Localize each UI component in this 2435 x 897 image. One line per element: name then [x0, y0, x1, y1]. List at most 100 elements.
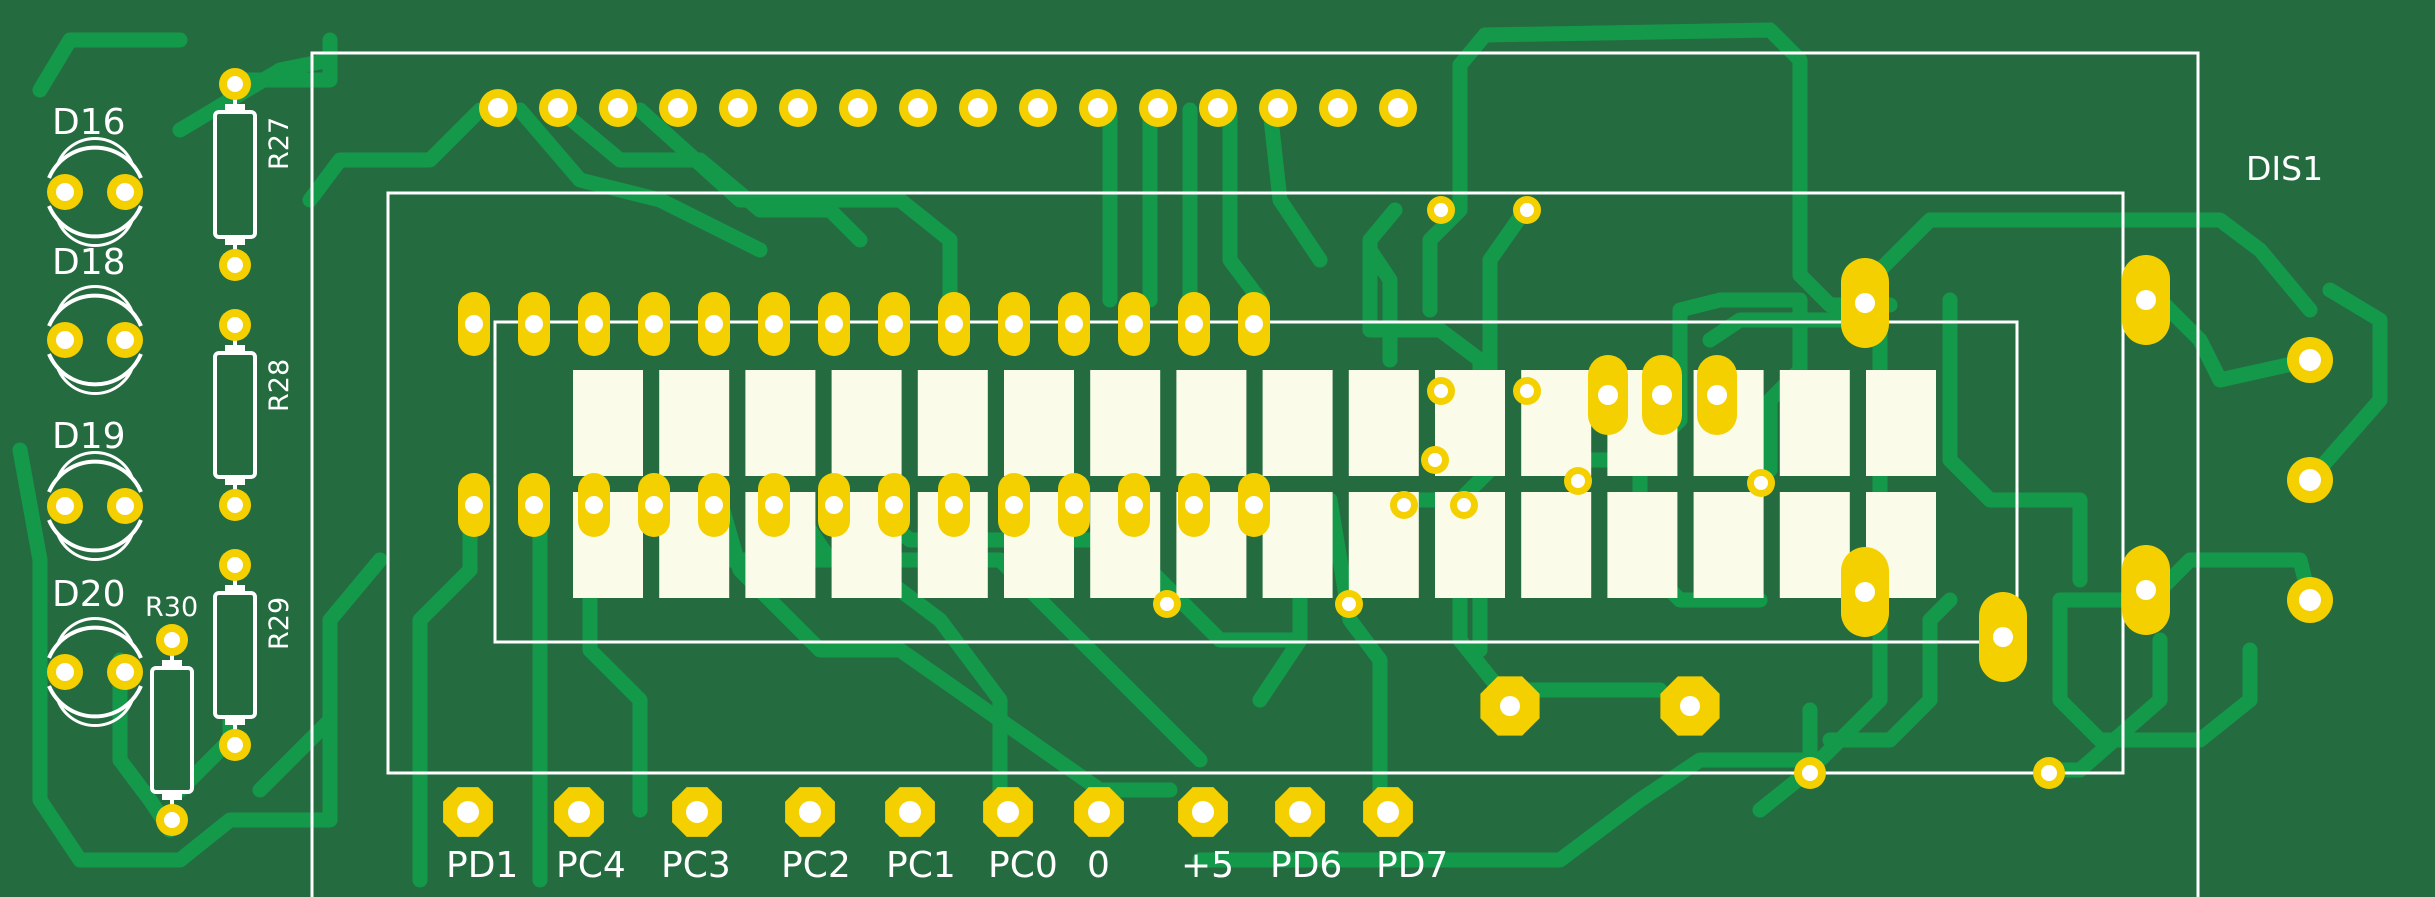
oval-pad: [1697, 355, 1737, 435]
square-pad: [443, 787, 493, 837]
character-cell: [1176, 370, 1247, 476]
character-cell: [1004, 370, 1074, 476]
oval-pad: [518, 292, 550, 356]
character-cell: [831, 370, 902, 476]
oval-pad: [1238, 473, 1270, 537]
connector-pin-label: PD7: [1376, 845, 1448, 886]
round-pad: [1379, 89, 1417, 127]
led-footprint-d19: [47, 450, 143, 562]
oval-pad: [518, 473, 550, 537]
round-pad: [959, 89, 997, 127]
round-pad: [719, 89, 757, 127]
resistor-footprint-r29: [213, 549, 257, 761]
oval-pad: [1588, 355, 1628, 435]
oval-pad: [638, 292, 670, 356]
oval-pad: [1118, 473, 1150, 537]
lcd-bezel-outline: [386, 191, 2125, 775]
round-pad: [1079, 89, 1117, 127]
oval-pad: [818, 292, 850, 356]
connector-pin-label: +5: [1181, 845, 1234, 886]
oval-pad: [938, 473, 970, 537]
left-components: [47, 68, 257, 836]
round-pad: [2287, 337, 2333, 383]
square-pad: [554, 787, 604, 837]
round-pad: [1199, 89, 1237, 127]
lcd-character-cells: [573, 370, 1936, 598]
oval-pad: [1058, 292, 1090, 356]
pads-layer: [443, 89, 2333, 837]
oval-pad: [1178, 292, 1210, 356]
character-cell: [1607, 492, 1678, 598]
character-cell: [1262, 492, 1333, 598]
led-footprint-d16: [47, 136, 143, 248]
square-pad: [1480, 676, 1540, 736]
oval-pad: [1178, 473, 1210, 537]
character-cell: [917, 370, 988, 476]
character-cell: [1348, 370, 1419, 476]
character-cell: [1262, 370, 1333, 476]
oval-pad: [758, 473, 790, 537]
connector-pin-label: PC4: [556, 845, 626, 886]
led-label-d19: D19: [52, 416, 126, 457]
oval-pad: [998, 473, 1030, 537]
round-pad: [2287, 577, 2333, 623]
square-pad: [785, 787, 835, 837]
resistor-labels: R27 R28 R29 R30: [145, 117, 295, 650]
character-cell: [745, 370, 816, 476]
round-pad: [779, 89, 817, 127]
square-pad: [1363, 787, 1413, 837]
silkscreen-outlines: [310, 51, 2200, 897]
oval-pad: [698, 473, 730, 537]
round-pad: [479, 89, 517, 127]
oval-pad: [578, 473, 610, 537]
character-cell: [573, 370, 643, 476]
oval-pad: [1118, 292, 1150, 356]
round-pad: [839, 89, 877, 127]
oval-pad: [1979, 592, 2027, 682]
oval-pad: [698, 292, 730, 356]
square-pad: [983, 787, 1033, 837]
character-cell: [1779, 492, 1850, 598]
round-pad: [2287, 457, 2333, 503]
square-pad: [1660, 676, 1720, 736]
connector-pin-label: PD6: [1270, 845, 1342, 886]
led-footprint-d20: [47, 616, 143, 728]
character-cell: [1866, 370, 1936, 476]
oval-pad: [758, 292, 790, 356]
led-footprint-d18: [47, 284, 143, 396]
round-pad: [1139, 89, 1177, 127]
oval-pad: [1238, 292, 1270, 356]
oval-pad: [818, 473, 850, 537]
oval-pad: [1642, 355, 1682, 435]
oval-pad: [638, 473, 670, 537]
character-cell: [1521, 492, 1592, 598]
resistor-label-r29: R29: [264, 597, 295, 650]
resistor-footprint-r27: [213, 68, 257, 281]
led-label-d18: D18: [52, 242, 126, 283]
square-pad: [1178, 787, 1228, 837]
character-cell: [1693, 492, 1764, 598]
led-labels: D16 D18 D19 D20: [52, 102, 126, 615]
display-module-outline: [310, 51, 2200, 897]
resistor-label-r28: R28: [264, 359, 295, 412]
resistor-footprint-r28: [213, 309, 257, 521]
oval-pad: [1841, 547, 1889, 637]
lcd-vias: [1153, 196, 2065, 789]
round-pad: [1319, 89, 1357, 127]
resistor-label-r30: R30: [145, 592, 198, 623]
connector-pin-label: PD1: [446, 845, 518, 886]
resistor-label-r27: R27: [264, 117, 295, 170]
resistor-footprint-r30: [150, 624, 194, 836]
connector-pin-label: PC1: [886, 845, 956, 886]
connector-pin-label: PC0: [988, 845, 1058, 886]
character-cell: [659, 370, 730, 476]
oval-pad: [2122, 255, 2170, 345]
square-pad: [885, 787, 935, 837]
round-pad: [539, 89, 577, 127]
oval-pad: [1841, 258, 1889, 348]
oval-pad: [998, 292, 1030, 356]
oval-pad: [2122, 545, 2170, 635]
round-pad: [599, 89, 637, 127]
silkscreen-labels: DIS1 D16 D18 D19 D20 R27 R28 R29 R30 PD1…: [52, 102, 2323, 886]
